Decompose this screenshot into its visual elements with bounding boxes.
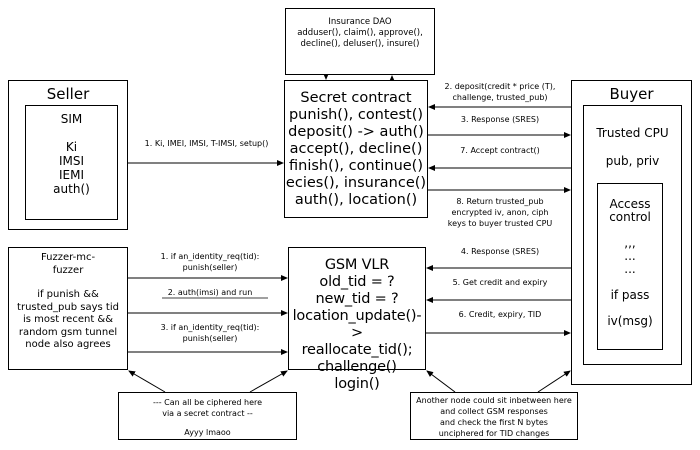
note-line: and check the first N bytes	[440, 418, 548, 427]
fuzzer-line: node also agrees	[25, 339, 111, 350]
access-line: if pass	[610, 288, 650, 302]
fuzzer-line: fuzzer	[52, 264, 84, 276]
sim-box: SIM Ki IMSI IEMI auth()	[25, 105, 118, 220]
label-get-credit-5: 5. Get credit and expiry	[452, 278, 548, 287]
vlr-line: login()	[334, 376, 380, 392]
label-line: 2. deposit(credit * price (T),	[444, 82, 556, 91]
sim-line: auth()	[53, 182, 90, 196]
fuzzer-line: is most recent &&	[22, 314, 114, 325]
vlr-line: new_tid = ?	[315, 291, 399, 307]
label-line: 1. if an_identity_req(tid):	[160, 252, 260, 261]
sim-line: SIM	[60, 112, 83, 126]
label-line: challenge, trusted_pub)	[452, 93, 548, 102]
label-line: keys to buyer trusted CPU	[447, 219, 553, 228]
label-fuzz-2: 2. auth(imsi) and run	[167, 288, 253, 297]
contract-line: accept(), decline()	[289, 141, 423, 157]
seller-title: Seller	[46, 85, 90, 103]
sim-line: IMSI	[58, 154, 85, 168]
cpu-line	[584, 140, 681, 154]
fuzzer-line: trusted_pub says tid	[17, 301, 119, 313]
access-line: control	[609, 210, 651, 224]
dao-line: decline(), deluser(), insure()	[300, 39, 420, 49]
gsm-vlr-box: GSM VLR old_tid = ? new_tid = ? location…	[288, 247, 426, 392]
fuzzer-box: Fuzzer-mc- fuzzer if punish && trusted_p…	[8, 247, 128, 370]
label-line: 8. Return trusted_pub	[456, 197, 544, 206]
arrow-note-to-vlr-right	[426, 370, 456, 393]
fuzzer-line: Fuzzer-mc-	[40, 252, 96, 263]
access-control-box: Access control ,,, ... ... if pass iv(ms…	[597, 183, 663, 350]
note-line: and collect GSM responses	[440, 407, 548, 416]
access-line: iv(msg)	[607, 314, 653, 328]
cpu-line: pub, priv	[605, 154, 660, 168]
arrow-note-to-buyer	[537, 370, 571, 393]
vlr-line: location_update()->	[292, 308, 422, 341]
arrow-note-to-fuzzer	[128, 370, 166, 393]
label-credit-6: 6. Credit, expiry, TID	[458, 310, 542, 319]
vlr-line: reallocate_tid();	[301, 342, 413, 358]
note-line: Another node could sit inbetween here	[416, 396, 572, 405]
contract-line: ecies(), insurance()	[285, 175, 427, 191]
label-seller-setup: 1. Ki, IMEI, IMSI, T-IMSI, setup()	[144, 139, 269, 148]
vlr-line: old_tid = ?	[319, 274, 395, 290]
insurance-dao-box: Insurance DAO adduser(), claim(), approv…	[285, 8, 435, 75]
contract-line: finish(), continue()	[289, 158, 423, 174]
vlr-line: GSM VLR	[324, 257, 390, 273]
label-fuzz-1: 1. if an_identity_req(tid): punish(selle…	[135, 251, 285, 273]
fuzzer-line: random gsm tunnel	[18, 326, 118, 338]
vlr-line: challenge()	[317, 359, 397, 375]
fuzzer-line: if punish &&	[37, 289, 99, 300]
label-fuzz-3: 3. if an_identity_req(tid): punish(selle…	[135, 322, 285, 344]
cpu-line: Trusted CPU	[596, 126, 669, 140]
label-line: punish(seller)	[182, 334, 238, 343]
contract-line: Secret contract	[300, 90, 412, 106]
label-response-3: 3. Response (SRES)	[460, 115, 540, 124]
sim-line: IEMI	[58, 168, 84, 182]
secret-contract-box: Secret contract punish(), contest() depo…	[284, 80, 428, 218]
dao-line: adduser(), claim(), approve(),	[297, 28, 423, 38]
contract-line: auth(), location()	[294, 192, 418, 208]
note-right: Another node could sit inbetween here an…	[410, 392, 578, 440]
access-line: ,,,	[624, 236, 636, 250]
note-line: --- Can all be ciphered here	[152, 398, 263, 407]
access-line: ...	[624, 249, 636, 263]
contract-line: deposit() -> auth()	[288, 124, 424, 140]
access-line: ...	[624, 262, 636, 276]
note-line: Ayyy lmaoo	[184, 428, 231, 437]
label-response-4: 4. Response (SRES)	[460, 247, 540, 256]
label-line: punish(seller)	[182, 263, 238, 272]
buyer-title: Buyer	[609, 85, 654, 103]
arrow-note-to-vlr	[249, 370, 288, 393]
label-line: encrypted iv, anon, ciph	[451, 208, 549, 217]
sim-line	[26, 126, 117, 140]
note-left: --- Can all be ciphered here via a secre…	[118, 392, 297, 440]
fuzzer-line	[9, 277, 127, 289]
access-line: Access	[609, 197, 651, 211]
dao-line: Insurance DAO	[328, 17, 392, 27]
label-return-8: 8. Return trusted_pub encrypted iv, anon…	[430, 196, 570, 229]
sim-line: Ki	[65, 140, 78, 154]
label-accept-7: 7. Accept contract()	[460, 146, 540, 155]
note-line: unciphered for TID changes	[438, 429, 550, 438]
note-line	[119, 419, 296, 427]
note-line: via a secret contract --	[162, 409, 253, 418]
label-line: 3. if an_identity_req(tid):	[160, 323, 260, 332]
contract-line: punish(), contest()	[288, 107, 424, 123]
label-deposit: 2. deposit(credit * price (T), challenge…	[430, 81, 570, 103]
